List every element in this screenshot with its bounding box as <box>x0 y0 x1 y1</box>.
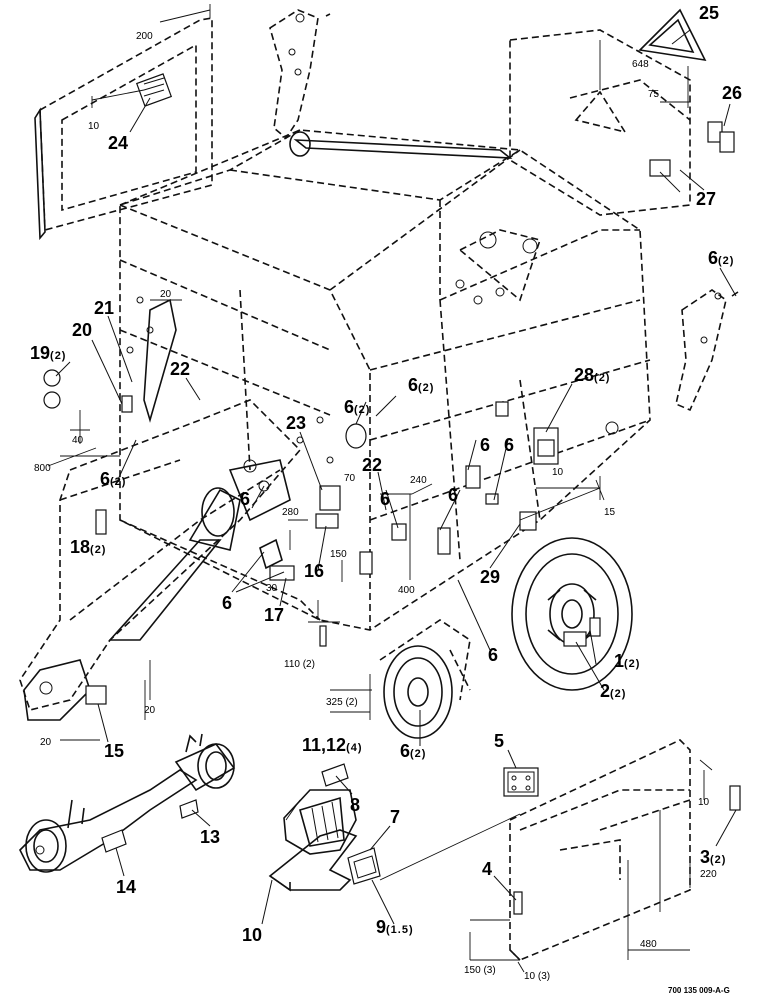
callout-10: 10 <box>242 925 263 945</box>
dimension-label: 480 <box>640 939 657 950</box>
callout-6-upper: 6(2) <box>408 375 435 395</box>
callout-26: 26 <box>722 83 743 103</box>
callout-9: 9(1.5) <box>376 917 414 937</box>
callout-28: 28(2) <box>574 365 611 385</box>
dimension-label: 800 <box>34 463 51 474</box>
dimension-label: 150 (3) <box>464 965 496 976</box>
dimension-label: 70 <box>344 473 356 484</box>
callout-14: 14 <box>116 877 137 897</box>
dimension-label: 325 (2) <box>326 697 358 708</box>
lower-shield-parts <box>268 763 539 892</box>
right-wheel <box>511 537 633 691</box>
tailgate-lift-arm <box>269 9 331 140</box>
left-wheel <box>379 619 471 739</box>
dimension-label: 20 <box>40 737 52 748</box>
callout-16: 16 <box>304 561 325 581</box>
dimension-label: 20 <box>160 289 172 300</box>
callout-23: 23 <box>286 413 307 433</box>
callout-6-pto: 6 <box>240 489 251 509</box>
dimension-label: 10 <box>88 121 100 132</box>
callout-21: 21 <box>94 298 115 318</box>
dimension-label: 75 <box>648 89 660 100</box>
callout-17: 17 <box>264 605 285 625</box>
callout-1: 1(2) <box>614 651 641 671</box>
dimension-label: 10 (3) <box>524 971 551 982</box>
dimension-label: 30 <box>266 583 278 594</box>
callout-6-lower: 6 <box>222 593 233 613</box>
callout-6-wheel: 6 <box>488 645 499 665</box>
leader-lines <box>55 29 737 925</box>
baler-body <box>119 129 651 631</box>
callout-13: 13 <box>200 827 221 847</box>
dimension-label: 200 <box>136 31 153 42</box>
callout-22-center: 22 <box>362 455 383 475</box>
callout-24: 24 <box>108 133 129 153</box>
callout-6-bottom: 6(2) <box>400 741 427 761</box>
dimension-label: 240 <box>410 475 427 486</box>
callout-6-arm: 6(2) <box>708 248 735 268</box>
tongue <box>19 399 302 721</box>
side-shield-bottom <box>469 739 741 973</box>
dimension-label: 110 (2) <box>284 659 315 670</box>
body-decals <box>43 369 559 647</box>
callout-7: 7 <box>390 807 401 827</box>
dimension-label: 40 <box>72 435 84 446</box>
callout-22-left: 22 <box>170 359 191 379</box>
callout-6-c4: 6 <box>448 485 459 505</box>
dimension-label: 10 <box>698 797 710 808</box>
callout-15: 15 <box>104 741 125 761</box>
dimension-lines <box>47 4 605 741</box>
callout-25: 25 <box>699 3 720 23</box>
callout-11-12: 11,12(4) <box>302 735 363 755</box>
side-arm <box>675 289 739 412</box>
dimension-label: 220 <box>700 869 717 880</box>
dimension-label: 15 <box>604 507 616 518</box>
dimension-label: 400 <box>398 585 415 596</box>
rear-shield <box>509 8 735 216</box>
dimension-label: 150 <box>330 549 347 560</box>
callout-19: 19(2) <box>30 343 67 363</box>
callout-29: 29 <box>480 567 501 587</box>
callout-5: 5 <box>494 731 505 751</box>
callout-2: 2(2) <box>600 681 627 701</box>
dimension-label: 280 <box>282 507 299 518</box>
callout-18: 18(2) <box>70 537 107 557</box>
dimension-label: 648 <box>632 59 649 70</box>
callout-8: 8 <box>350 795 361 815</box>
callout-20: 20 <box>72 320 93 340</box>
front-door-panel <box>34 17 213 241</box>
callout-27: 27 <box>696 189 717 209</box>
loose-pto-shaft <box>19 733 236 873</box>
callout-3: 3(2) <box>700 847 727 867</box>
callout-6-c3: 6 <box>504 435 515 455</box>
callout-6-c1: 6 <box>380 489 391 509</box>
callout-6-c2: 6 <box>480 435 491 455</box>
drawing-code: 700 135 009-A-G <box>668 986 730 995</box>
callout-6-mid: 6(2) <box>344 397 371 417</box>
dimension-label: 20 <box>144 705 156 716</box>
callout-4: 4 <box>482 859 493 879</box>
callout-6-left: 6(2) <box>100 469 127 489</box>
dimension-label: 10 <box>552 467 564 478</box>
